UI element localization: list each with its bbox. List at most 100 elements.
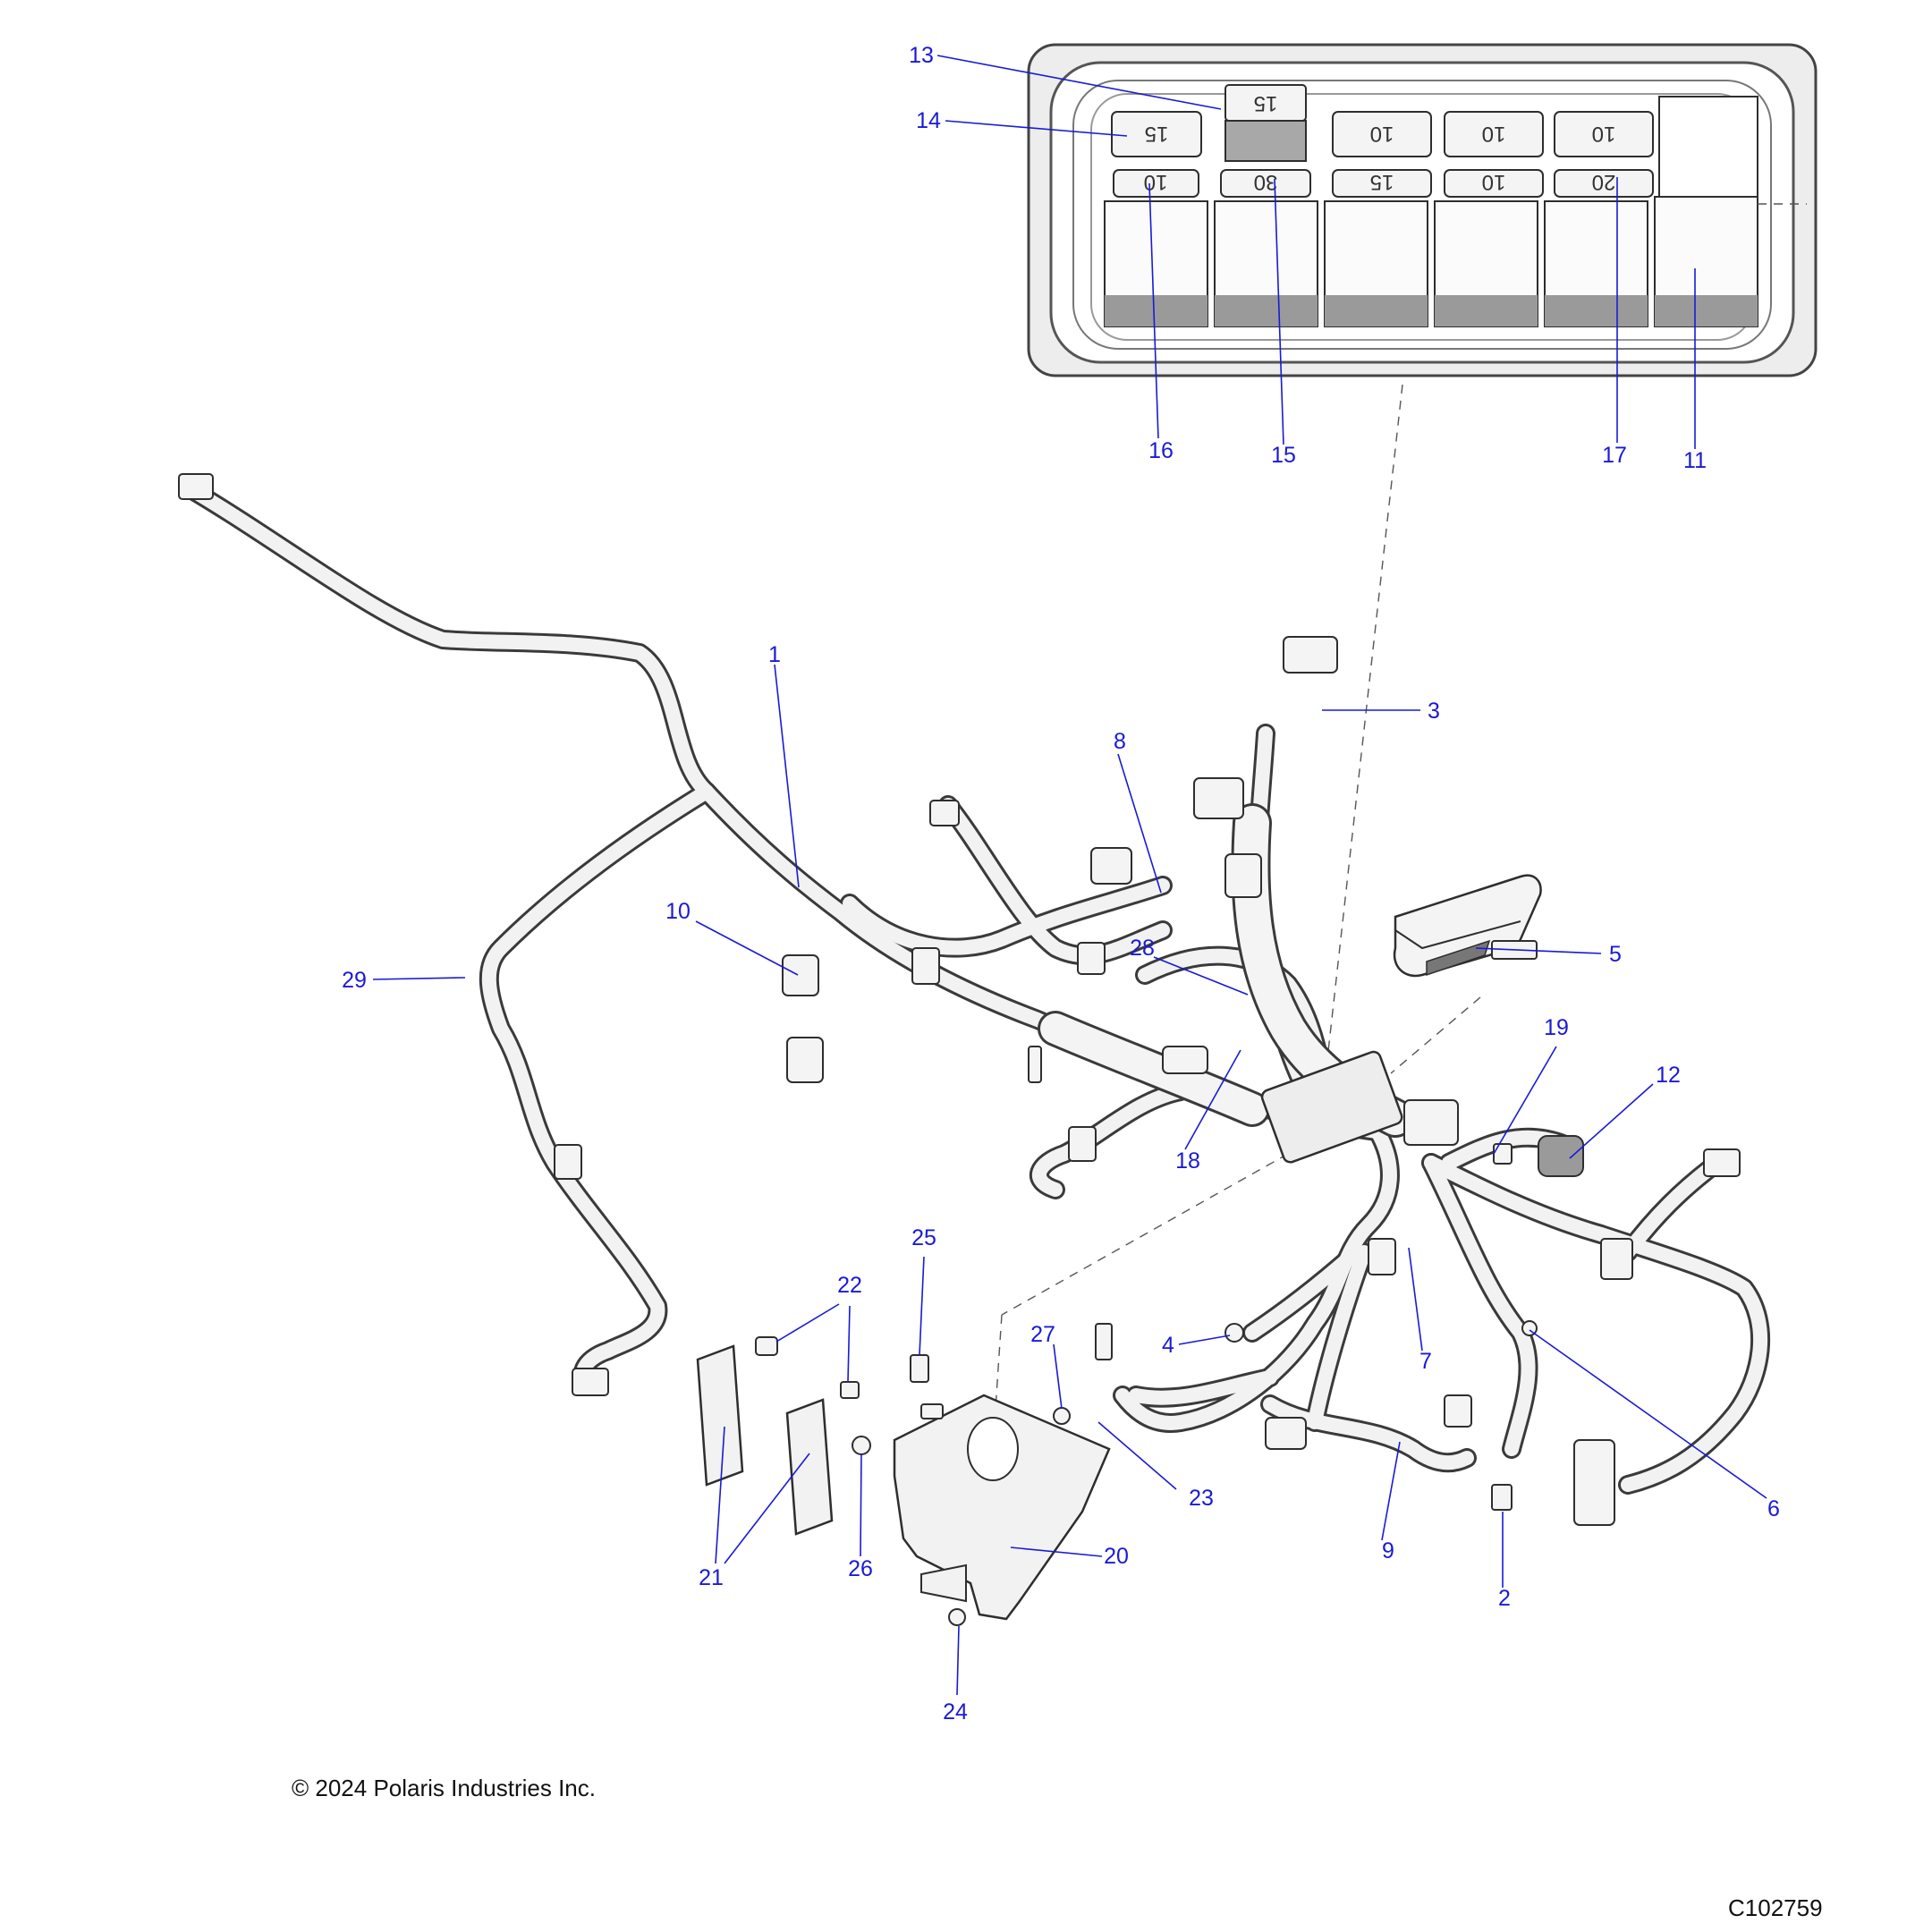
fuse-bottom-3: 15 [1332, 169, 1432, 198]
callout-3[interactable]: 3 [1428, 699, 1440, 724]
callout-15[interactable]: 15 [1271, 443, 1296, 468]
connector-28 [1162, 1046, 1208, 1074]
fuse-top-3: 10 [1444, 111, 1544, 157]
fuse-bottom-4-rating: 10 [1482, 170, 1506, 194]
fuse-bottom-5: 20 [1554, 169, 1654, 198]
callout-29[interactable]: 29 [342, 968, 367, 993]
fuse-top-2-rating: 10 [1370, 122, 1394, 146]
callout-6[interactable]: 6 [1767, 1496, 1780, 1521]
main-harness [178, 473, 1771, 1526]
callout-12[interactable]: 12 [1656, 1063, 1681, 1088]
callout-5[interactable]: 5 [1609, 942, 1622, 967]
connector-f [1068, 1126, 1097, 1162]
connector-10 [782, 954, 819, 996]
projection-line-inset [1323, 384, 1403, 1092]
callout-14[interactable]: 14 [916, 108, 941, 133]
relay-top-rating: 15 [1254, 91, 1278, 115]
copyright-text: © 2024 Polaris Industries Inc. [292, 1775, 596, 1801]
connector-e [911, 947, 940, 985]
callout-7[interactable]: 7 [1419, 1349, 1432, 1374]
projection-line-5 [1390, 996, 1481, 1074]
ring-terminal-4 [1224, 1323, 1244, 1343]
figure-id: C102759 [1728, 1894, 1823, 1921]
connector-j [554, 1144, 582, 1180]
fuse-top-1: 15 [1111, 111, 1202, 157]
callout-22[interactable]: 22 [837, 1273, 862, 1298]
screw-22b [840, 1381, 860, 1399]
connector-end-left [178, 473, 214, 500]
bracket-21b [785, 1398, 834, 1536]
fuse-bottom-2-rating: 30 [1254, 170, 1278, 194]
connector-6 [1573, 1439, 1615, 1526]
fuse-bottom-3-rating: 15 [1370, 170, 1394, 194]
callout-25[interactable]: 25 [911, 1225, 936, 1250]
connector-end-lower [572, 1368, 609, 1396]
callout-17[interactable]: 17 [1602, 443, 1627, 468]
fuse-bottom-5-rating: 20 [1592, 170, 1616, 194]
fuse-top-4-rating: 10 [1592, 122, 1616, 146]
callout-18[interactable]: 18 [1175, 1148, 1200, 1174]
fuse-bottom-4: 10 [1444, 169, 1544, 198]
connector-c [1224, 853, 1262, 898]
ground-23 [1095, 1323, 1113, 1360]
fuse-top-2: 10 [1332, 111, 1432, 157]
mounting-bracket-20 [893, 1394, 1111, 1621]
callout-8[interactable]: 8 [1114, 729, 1126, 754]
nut-27 [1053, 1407, 1071, 1425]
harness-fuse-block [1260, 1050, 1403, 1164]
callout-27[interactable]: 27 [1030, 1322, 1055, 1347]
callout-28[interactable]: 28 [1130, 936, 1155, 961]
callout-10[interactable]: 10 [665, 899, 691, 924]
relay-top: 15 [1224, 84, 1307, 162]
fuse-bottom-1: 10 [1113, 169, 1199, 198]
callout-11[interactable]: 11 [1683, 448, 1707, 473]
callout-19[interactable]: 19 [1544, 1015, 1569, 1040]
callouts: 1 2 3 4 5 6 7 8 9 10 11 12 13 14 15 16 1… [342, 43, 1780, 1724]
fuse-bottom-1-rating: 10 [1144, 170, 1168, 194]
terminal-19 [1493, 1143, 1513, 1165]
connector-8 [1090, 847, 1132, 885]
callout-26[interactable]: 26 [848, 1556, 873, 1581]
bolt-25b [920, 1403, 944, 1419]
callout-9[interactable]: 9 [1382, 1538, 1394, 1563]
callout-2[interactable]: 2 [1498, 1586, 1511, 1611]
leader-lines [372, 55, 1767, 1696]
nut-24 [948, 1608, 966, 1626]
callout-21[interactable]: 21 [699, 1565, 724, 1590]
fuse-bottom-2: 30 [1220, 169, 1311, 198]
callout-16[interactable]: 16 [1148, 438, 1174, 463]
connector-i [1444, 1394, 1472, 1428]
connector-9 [1265, 1417, 1307, 1450]
projection-line-20 [1001, 1153, 1289, 1316]
connector-b [929, 800, 960, 826]
callout-20[interactable]: 20 [1104, 1544, 1129, 1569]
nut-26 [852, 1436, 871, 1455]
fuse-top-3-rating: 10 [1482, 122, 1506, 146]
relay-11 [1658, 96, 1758, 198]
connector-g [1703, 1148, 1741, 1177]
callout-24[interactable]: 24 [943, 1699, 968, 1724]
relay-row [1104, 196, 1758, 327]
connector-10b [786, 1037, 824, 1083]
connector-12 [1538, 1135, 1584, 1177]
connector-k [1368, 1238, 1396, 1275]
fasteners [755, 940, 1538, 1626]
ground-18 [1028, 1046, 1042, 1083]
callout-4[interactable]: 4 [1162, 1333, 1174, 1358]
connector-2 [1491, 1484, 1513, 1511]
bracket-21a [696, 1344, 744, 1487]
callout-23[interactable]: 23 [1189, 1486, 1214, 1511]
callout-1[interactable]: 1 [768, 642, 781, 667]
fuse-box-inset: 15 15 10 10 10 10 30 1 [1027, 43, 1818, 377]
fuse-box-cover-5 [1393, 874, 1542, 978]
connector-h [1600, 1238, 1633, 1280]
connector-d [1077, 942, 1106, 975]
connector-7 [1403, 1099, 1459, 1146]
fuse-top-1-rating: 15 [1145, 122, 1169, 146]
connector-a [1193, 777, 1244, 819]
screw-22a [755, 1336, 778, 1356]
fuse-top-4: 10 [1554, 111, 1654, 157]
bolt-25 [910, 1354, 929, 1383]
callout-13[interactable]: 13 [909, 43, 934, 68]
